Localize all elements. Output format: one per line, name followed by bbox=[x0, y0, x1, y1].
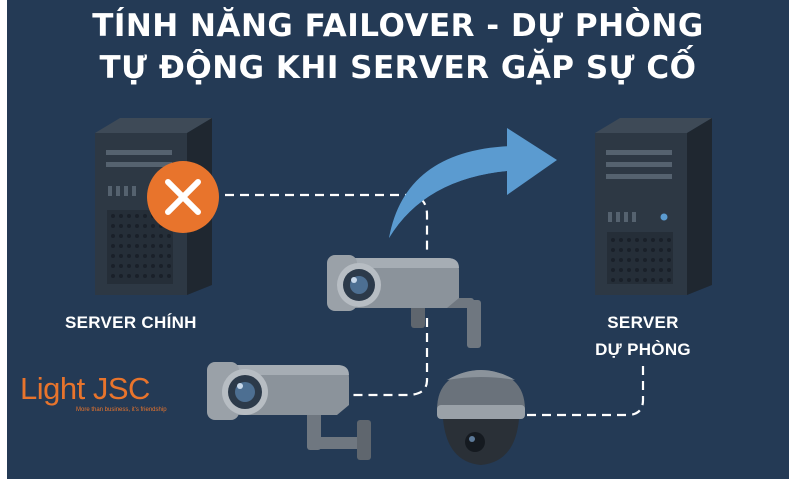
page-title-line-1: TÍNH NĂNG FAILOVER - DỰ PHÒNG bbox=[92, 8, 704, 44]
failover-diagram: TÍNH NĂNG FAILOVER - DỰ PHÒNG TỰ ĐỘNG KH… bbox=[7, 0, 789, 479]
dome-camera-icon bbox=[437, 370, 525, 465]
bullet-camera-icon bbox=[327, 255, 481, 348]
backup-server-label-line-2: DỰ PHÒNG bbox=[595, 340, 691, 359]
backup-server-label-line-1: SERVER bbox=[607, 313, 679, 332]
link-dome-to-backup bbox=[527, 362, 645, 417]
brand-logo: Light JSC More than business, it's frien… bbox=[20, 372, 170, 420]
primary-server-label: SERVER CHÍNH bbox=[65, 313, 197, 332]
bullet-camera-icon-2 bbox=[207, 362, 371, 460]
logo-text: Light JSC bbox=[20, 371, 150, 406]
logo-tagline: More than business, it's friendship bbox=[76, 407, 167, 413]
diagram-graphics bbox=[95, 118, 712, 465]
backup-server-icon bbox=[595, 118, 712, 295]
curved-arrow-icon bbox=[389, 128, 557, 238]
page-title-line-2: TỰ ĐỘNG KHI SERVER GẶP SỰ CỐ bbox=[99, 50, 697, 86]
status-led bbox=[660, 213, 668, 221]
x-circle-icon bbox=[147, 161, 219, 233]
link-camera-chain bbox=[347, 318, 429, 397]
